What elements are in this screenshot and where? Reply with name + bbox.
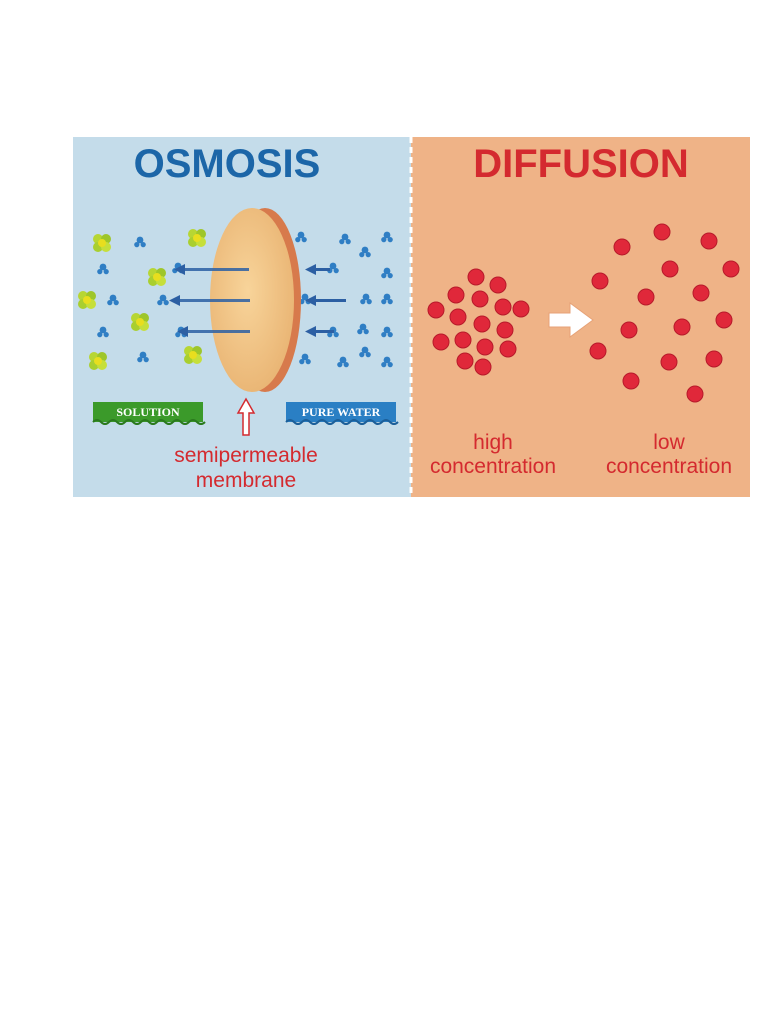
particle-icon bbox=[456, 352, 474, 370]
low-concentration-label-line1: low bbox=[653, 431, 685, 454]
particle-icon bbox=[591, 272, 609, 290]
particle-icon bbox=[722, 260, 740, 278]
flow-arrow-icon bbox=[177, 326, 250, 337]
particle-icon bbox=[589, 342, 607, 360]
osmosis-diffusion-figure: OSMOSIS DIFFUSION bbox=[73, 137, 750, 497]
particle-icon bbox=[494, 298, 512, 316]
pointer-arrow-icon bbox=[236, 397, 256, 436]
particle-icon bbox=[705, 350, 723, 368]
particle-icon bbox=[700, 232, 718, 250]
particle-icon bbox=[499, 340, 517, 358]
particle-icon bbox=[660, 353, 678, 371]
particle-icon bbox=[637, 288, 655, 306]
solute-molecule-icon bbox=[148, 268, 166, 286]
flow-arrow-icon bbox=[305, 264, 330, 275]
solution-tag: SOLUTION bbox=[92, 402, 206, 425]
high-concentration-particles bbox=[427, 268, 530, 376]
particle-icon bbox=[653, 223, 671, 241]
osmosis-title: OSMOSIS bbox=[134, 142, 321, 186]
particle-icon bbox=[447, 286, 465, 304]
particle-icon bbox=[661, 260, 679, 278]
solution-label: SOLUTION bbox=[116, 405, 180, 419]
flow-arrow-icon bbox=[174, 264, 249, 275]
particle-icon bbox=[512, 300, 530, 318]
membrane-label-line2: membrane bbox=[196, 469, 296, 492]
solute-molecule-icon bbox=[188, 229, 206, 247]
diffusion-title: DIFFUSION bbox=[473, 142, 689, 186]
solute-molecule-icon bbox=[78, 291, 96, 309]
pure-water-label: PURE WATER bbox=[302, 405, 381, 419]
particle-icon bbox=[449, 308, 467, 326]
particle-icon bbox=[489, 276, 507, 294]
solute-molecule-icon bbox=[184, 346, 202, 364]
particle-icon bbox=[692, 284, 710, 302]
particle-icon bbox=[673, 318, 691, 336]
direction-arrow-icon bbox=[548, 302, 594, 338]
solute-molecule-icon bbox=[93, 234, 111, 252]
membrane-label-line1: semipermeable bbox=[174, 444, 318, 467]
low-concentration-particles bbox=[589, 223, 740, 403]
particle-icon bbox=[620, 321, 638, 339]
particle-icon bbox=[622, 372, 640, 390]
particle-icon bbox=[613, 238, 631, 256]
particle-icon bbox=[686, 385, 704, 403]
particle-icon bbox=[476, 338, 494, 356]
flow-arrows bbox=[169, 264, 346, 337]
particle-icon bbox=[715, 311, 733, 329]
particle-icon bbox=[454, 331, 472, 349]
particle-icon bbox=[474, 358, 492, 376]
solute-molecule-icon bbox=[131, 313, 149, 331]
particle-icon bbox=[471, 290, 489, 308]
solute-molecule-icon bbox=[89, 352, 107, 370]
high-concentration-label-line2: concentration bbox=[430, 455, 556, 478]
particle-icon bbox=[427, 301, 445, 319]
low-concentration-label-line2: concentration bbox=[606, 455, 732, 478]
high-concentration-label-line1: high bbox=[473, 431, 513, 454]
particle-icon bbox=[496, 321, 514, 339]
particle-icon bbox=[467, 268, 485, 286]
particle-icon bbox=[432, 333, 450, 351]
pure-water-tag: PURE WATER bbox=[285, 402, 399, 425]
flow-arrow-icon bbox=[305, 295, 346, 306]
flow-arrow-icon bbox=[169, 295, 250, 306]
semipermeable-membrane bbox=[210, 208, 301, 392]
flow-arrow-icon bbox=[305, 326, 334, 337]
particle-icon bbox=[473, 315, 491, 333]
